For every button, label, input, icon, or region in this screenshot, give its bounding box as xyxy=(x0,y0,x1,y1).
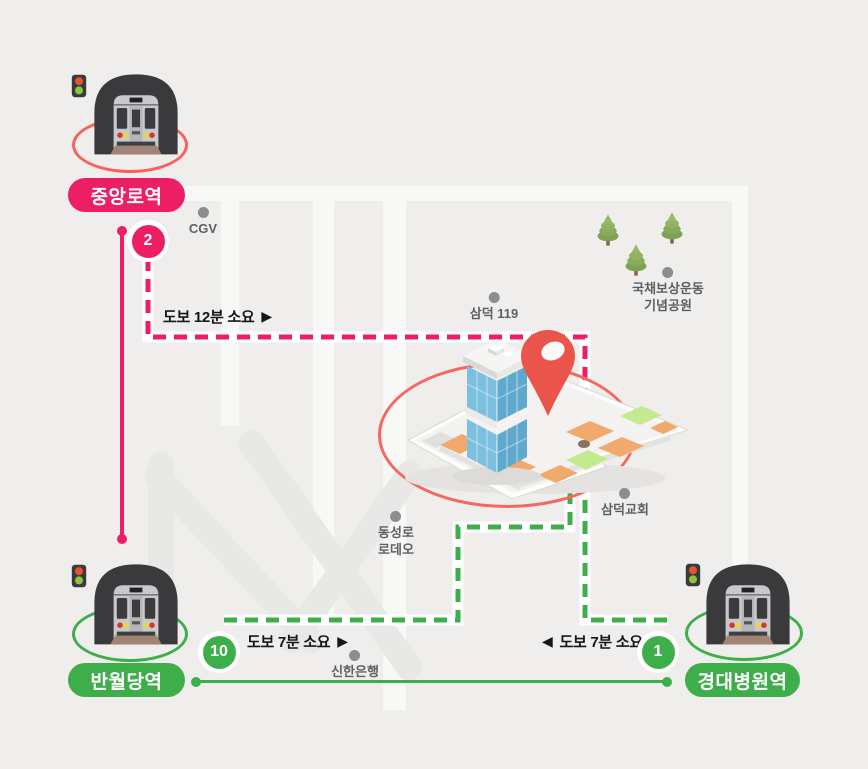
direction-arrow-icon: ▶ xyxy=(337,633,348,649)
banwoldang-hospital-connector-line xyxy=(196,680,667,683)
destination-building-illustration xyxy=(405,330,690,500)
landmark-samduk-119: 삼덕 119 xyxy=(469,292,519,323)
line-badge-2: 2 xyxy=(127,220,169,262)
landmark-memorial-park: 국채보상운동 기념공원 xyxy=(632,267,704,315)
station-jungangno: 중앙로역 xyxy=(62,62,194,222)
line-badge-1: 1 xyxy=(637,631,679,673)
jungangno-connector-line xyxy=(120,231,124,539)
landmark-label: CGV xyxy=(188,221,218,236)
landmark-dot xyxy=(662,267,674,278)
station-label: 경대병원역 xyxy=(685,663,800,697)
landmark-label: 로데오 xyxy=(378,541,414,557)
landmark-dot xyxy=(488,292,500,303)
connector-dot xyxy=(662,677,672,687)
direction-arrow-icon: ◀ xyxy=(542,633,553,649)
direction-arrow-icon: ▶ xyxy=(261,308,272,324)
tree-icon xyxy=(659,210,685,246)
traffic-light-icon xyxy=(685,562,701,588)
connector-dot xyxy=(117,226,127,236)
landmark-label: 삼덕교회 xyxy=(601,502,649,517)
landmark-dot xyxy=(349,650,361,661)
landmark-label: 삼덕 119 xyxy=(469,306,519,321)
subway-train-icon xyxy=(700,558,796,646)
landmark-dot xyxy=(390,511,402,522)
traffic-light-icon xyxy=(71,563,87,589)
landmark-dot xyxy=(197,207,209,218)
landmark-shinhan-bank: 신한은행 xyxy=(331,650,379,681)
line-badge-10: 10 xyxy=(198,631,240,673)
street-decoration xyxy=(732,186,748,566)
subway-train-icon xyxy=(88,68,184,156)
walk-time-label: 도보 7분 소요 ▶ xyxy=(247,633,348,651)
landmark-dongseongro-rodeo: 동성로 로데오 xyxy=(378,511,414,559)
tree-icon xyxy=(595,212,621,248)
landmark-label: 국채보상운동 xyxy=(632,281,704,296)
station-label: 중앙로역 xyxy=(68,178,185,212)
landmark-label: 기념공원 xyxy=(644,297,692,313)
station-banwoldang: 반월당역 xyxy=(62,552,194,712)
landmark-label: 동성로 xyxy=(378,525,414,540)
station-label: 반월당역 xyxy=(68,663,185,697)
street-decoration xyxy=(125,186,748,201)
walk-time-label: ◀ 도보 7분 소요 xyxy=(542,633,643,651)
landmark-label: 신한은행 xyxy=(331,664,379,679)
walk-time-label: 도보 12분 소요 ▶ xyxy=(163,308,272,326)
connector-dot xyxy=(117,534,127,544)
landmark-cgv: CGV xyxy=(189,207,217,238)
connector-dot xyxy=(191,677,201,687)
landmark-dot xyxy=(619,488,631,499)
landmark-samduk-church: 삼덕교회 xyxy=(601,488,649,519)
traffic-light-icon xyxy=(71,73,87,99)
station-kyungdae-hospital: 경대병원역 xyxy=(676,552,808,712)
subway-train-icon xyxy=(88,558,184,646)
